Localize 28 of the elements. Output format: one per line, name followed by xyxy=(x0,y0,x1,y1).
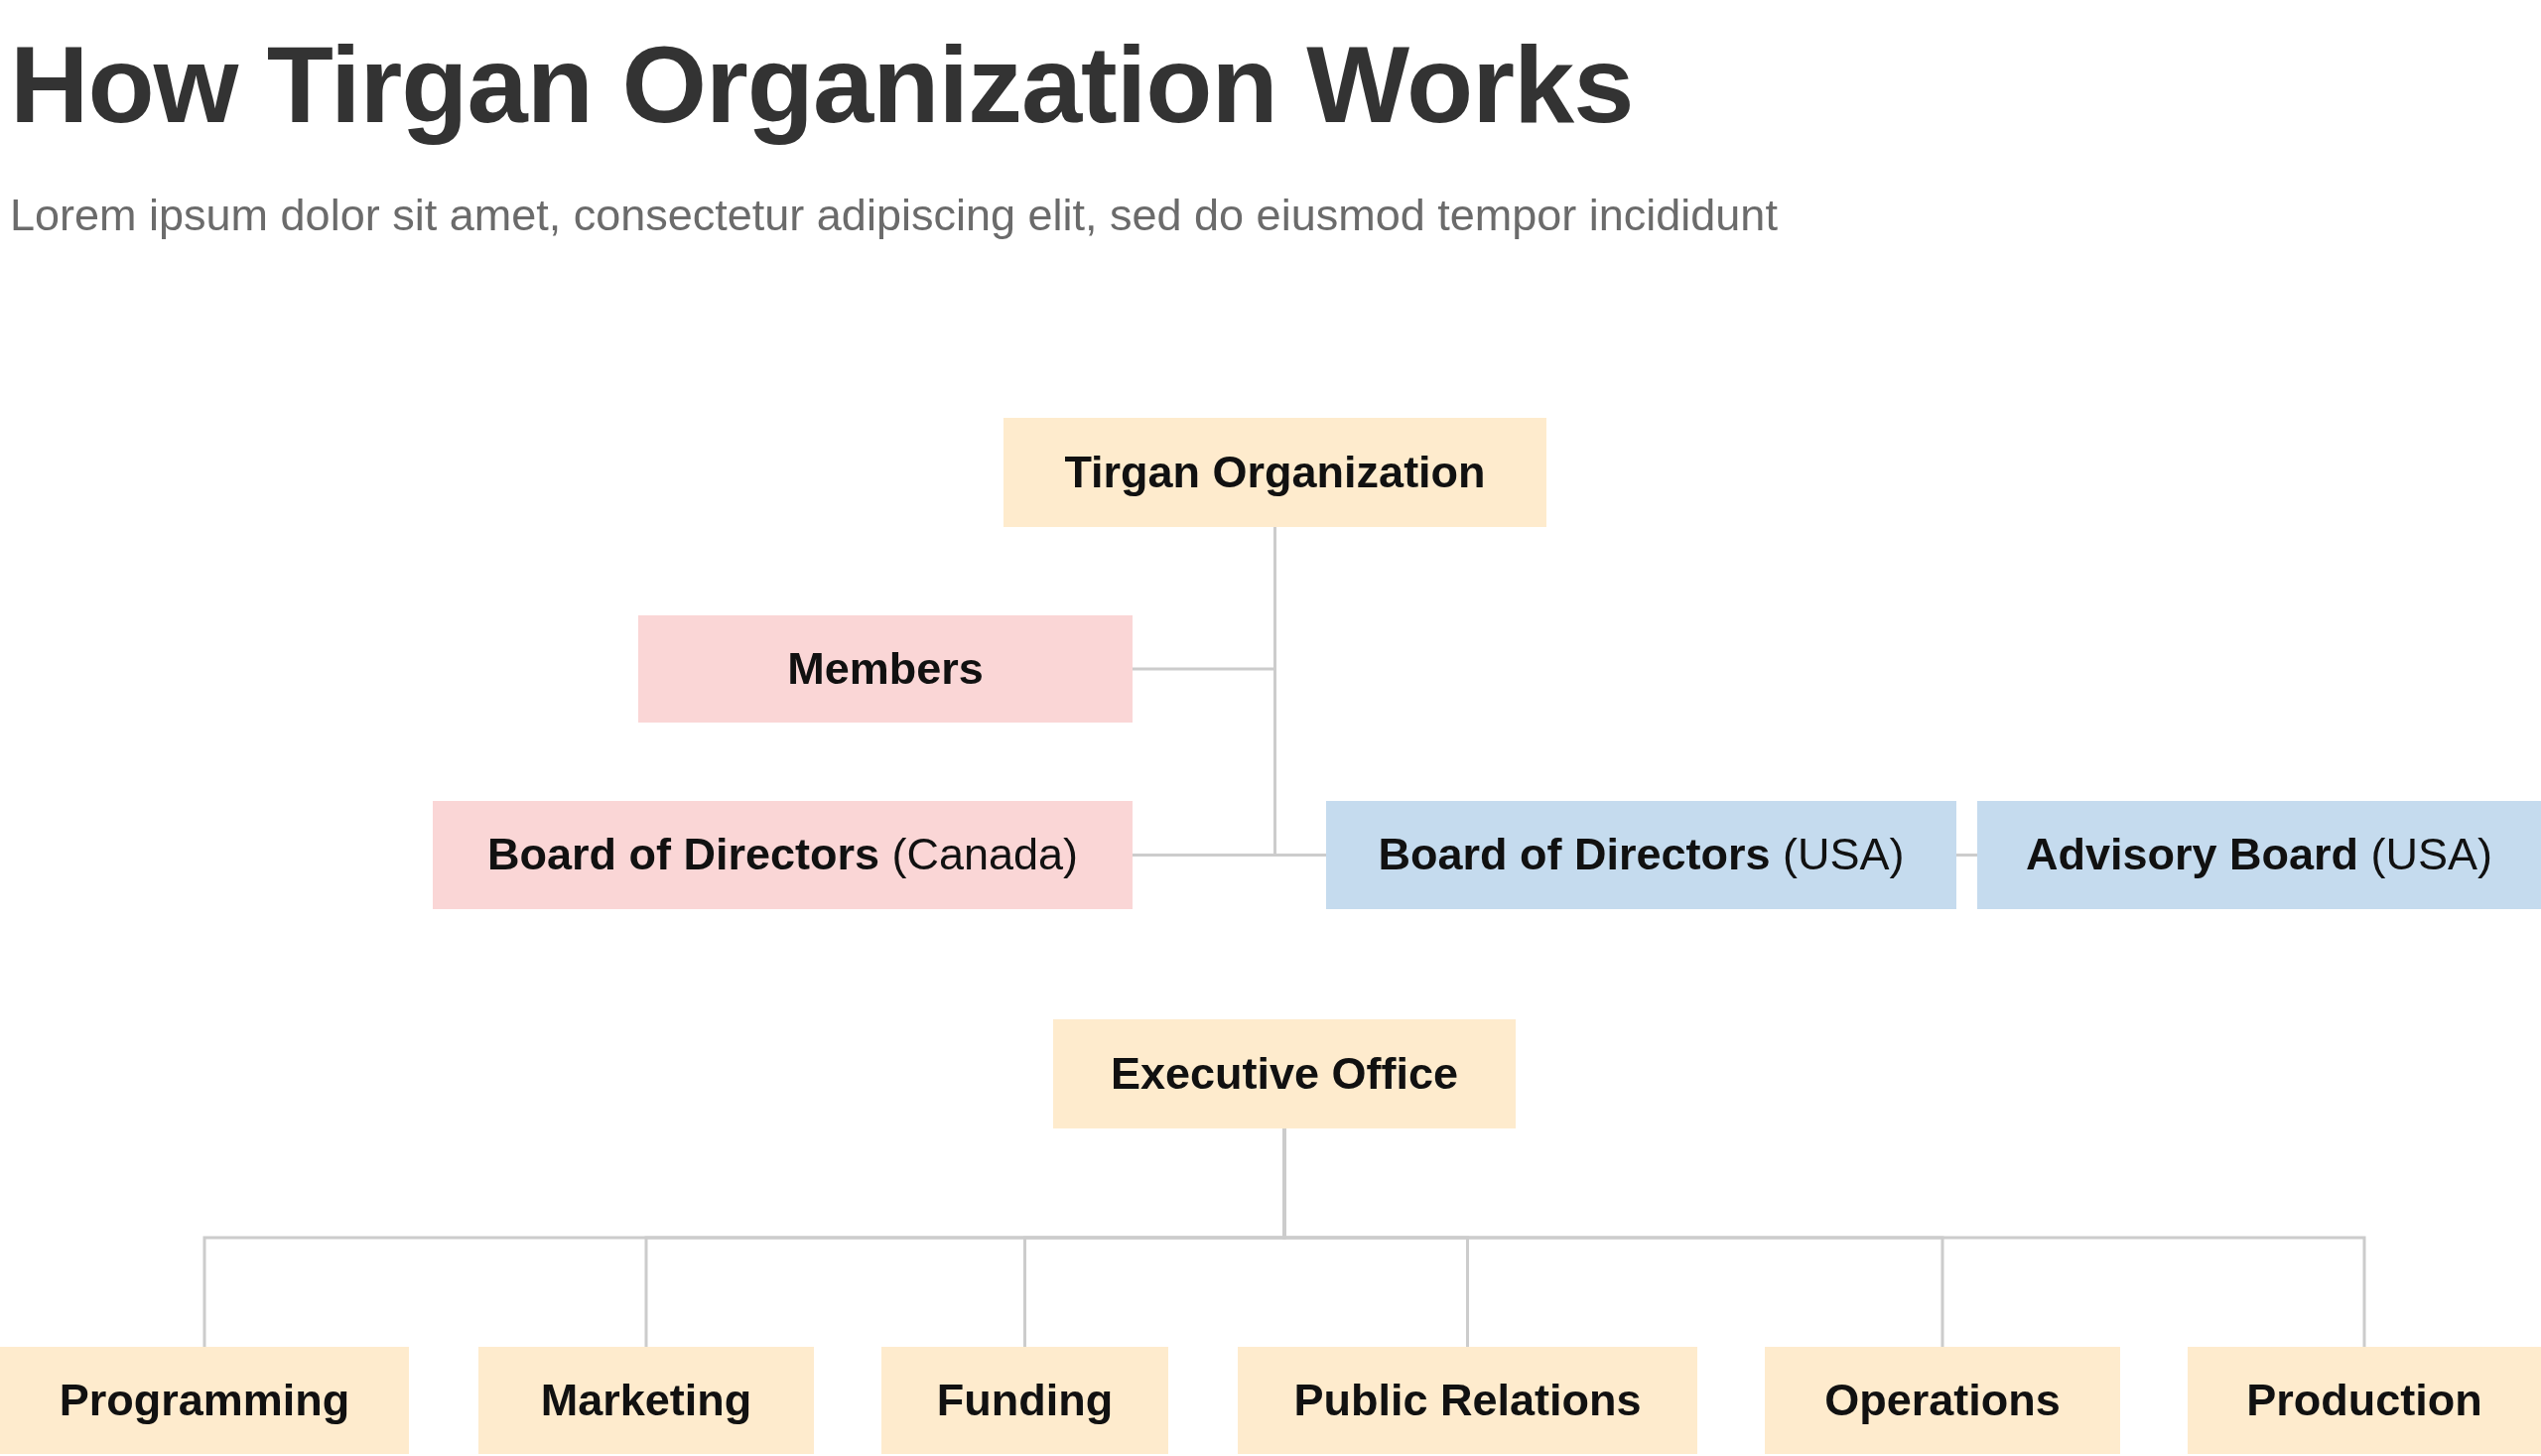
unit-label: Public Relations xyxy=(1293,1373,1642,1427)
org-unit-box xyxy=(1765,1347,2120,1454)
org-unit-box xyxy=(1238,1347,1697,1454)
org-unit-box xyxy=(433,801,1133,909)
connector-line xyxy=(1956,854,1977,857)
unit-label: Members xyxy=(787,641,984,696)
org-unit-box xyxy=(0,1347,409,1454)
unit-label: Executive Office xyxy=(1110,1046,1459,1101)
org-unit-box xyxy=(1977,801,2541,909)
subtitle: Lorem ipsum dolor sit amet, consectetur adipiscing elit, sed do eiusmod tempor incididunt xyxy=(10,189,1778,242)
unit-label: Programming xyxy=(59,1373,350,1427)
unit-label: Funding xyxy=(936,1373,1114,1427)
org-unit-box xyxy=(1326,801,1956,909)
title: How Tirgan Organization Works xyxy=(10,22,1634,147)
org-unit-box xyxy=(638,615,1133,723)
connector-line xyxy=(1273,527,1326,857)
unit-label: Production xyxy=(2246,1373,2482,1427)
org-unit-box xyxy=(478,1347,814,1454)
unit-label: Tirgan Organization xyxy=(1064,445,1486,499)
org-unit-box xyxy=(1003,418,1546,527)
org-unit-box xyxy=(881,1347,1168,1454)
org-unit-box xyxy=(1053,1019,1516,1128)
unit-label: Board of Directors (Canada) xyxy=(486,828,1079,882)
unit-label: Marketing xyxy=(540,1373,752,1427)
org-unit-box xyxy=(2188,1347,2541,1454)
unit-label: Advisory Board (USA) xyxy=(2025,828,2493,882)
unit-label: Board of Directors (USA) xyxy=(1378,828,1905,882)
unit-label: Operations xyxy=(1824,1373,2061,1427)
